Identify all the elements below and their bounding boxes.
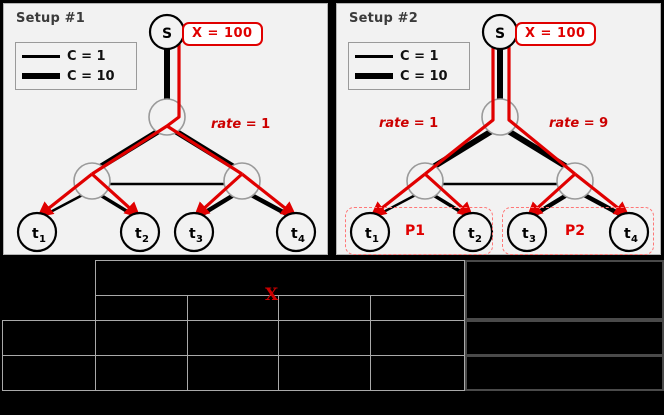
table-row-2-label [2,355,96,391]
group-label-p1: P1 [405,223,426,239]
svg-text:2: 2 [475,234,482,245]
table-header-right [465,260,664,320]
legend-line-thick-icon [22,73,60,79]
table-row-1-col-1 [95,320,188,356]
legend-row-c10: C = 10 [355,66,448,86]
table-row-1-col-2 [187,320,279,356]
setup-1-x-callout: X = 100 [182,22,263,46]
legend-line-thin-icon [22,54,60,58]
group-label-p2: P2 [565,223,586,239]
source-node-s: S [148,13,186,51]
setup-2-graph: S t 1 t 2 t 3 t 4 [349,13,650,253]
network-nodes-intermediate [73,98,261,200]
legend-row-c10: C = 10 [22,66,115,86]
table-subheader-4 [370,295,465,321]
table-row-1-label [2,320,96,356]
flow-path-red [36,44,298,219]
table-subheader-1 [95,295,188,321]
terminal-nodes: t 1 t 2 t 3 t 4 [16,211,317,253]
table-header-span [95,260,465,296]
table-row-1-col-3 [278,320,371,356]
legend-row-c1: C = 1 [355,46,439,66]
diagram-panels: Setup #1 C = 1 C = 10 [3,3,661,255]
svg-text:t: t [32,226,39,242]
svg-text:t: t [291,226,298,242]
table-row-2-col-4 [370,355,465,391]
svg-text:3: 3 [196,234,203,245]
table-row-1-col-4 [370,320,465,356]
svg-text:1: 1 [39,234,46,245]
rate-word: rate [549,116,580,131]
setup-1-graph: S t 1 t 2 t 3 t 4 [16,13,317,253]
table-row-2-col-3 [278,355,371,391]
setup-2-title: Setup #2 [349,11,419,26]
svg-text:t: t [189,226,196,242]
group-box-p2 [502,207,654,255]
setup-1-title: Setup #1 [16,11,86,26]
setup-2-panel: Setup #2 C = 1 C = 10 [336,3,661,255]
svg-text:S: S [495,26,505,42]
svg-text:S: S [162,26,172,42]
setup-1-rate-label-1: rate = 1 [211,117,270,132]
group-box-p1 [345,207,493,255]
setup-2-rate-label-2: rate = 9 [549,116,608,131]
svg-text:t: t [624,226,631,242]
svg-text:2: 2 [142,234,149,245]
rate-word: rate [379,116,410,131]
source-node-s: S [481,13,519,51]
setup-2-rate-label-1: rate = 1 [379,116,438,131]
svg-text:t: t [468,226,475,242]
table-subheader-2 [187,295,279,321]
setup-1-panel: Setup #1 C = 1 C = 10 [3,3,328,255]
table-subheader-3 [278,295,371,321]
legend-label-c1: C = 1 [400,48,439,64]
svg-text:t: t [135,226,142,242]
terminal-nodes: t 1 t 2 t 3 t 4 [349,211,650,253]
svg-text:3: 3 [529,234,536,245]
svg-text:1: 1 [372,234,379,245]
legend-label-c10: C = 10 [400,68,448,84]
setup-1-legend: C = 1 C = 10 [15,42,137,90]
legend-row-c1: C = 1 [22,46,106,66]
x-annotation: X [265,285,279,305]
legend-line-thin-icon [355,54,393,58]
table-row-2-col-right [465,355,664,391]
table-row-2-col-1 [95,355,188,391]
rate-value: = 1 [413,116,439,131]
legend-label-c10: C = 10 [67,68,115,84]
legend-line-thick-icon [355,73,393,79]
svg-text:4: 4 [298,234,305,245]
svg-text:t: t [365,226,372,242]
rate-word: rate [211,117,242,132]
table-row-2-col-2 [187,355,279,391]
flow-path-red [369,44,631,219]
legend-label-c1: C = 1 [67,48,106,64]
svg-text:t: t [522,226,529,242]
setup-2-legend: C = 1 C = 10 [348,42,470,90]
rate-value: = 9 [583,116,609,131]
svg-text:4: 4 [631,234,638,245]
setup-2-x-callout: X = 100 [515,22,596,46]
table-row-1-col-right [465,320,664,356]
rate-value: = 1 [245,117,271,132]
results-table: X [0,258,664,415]
